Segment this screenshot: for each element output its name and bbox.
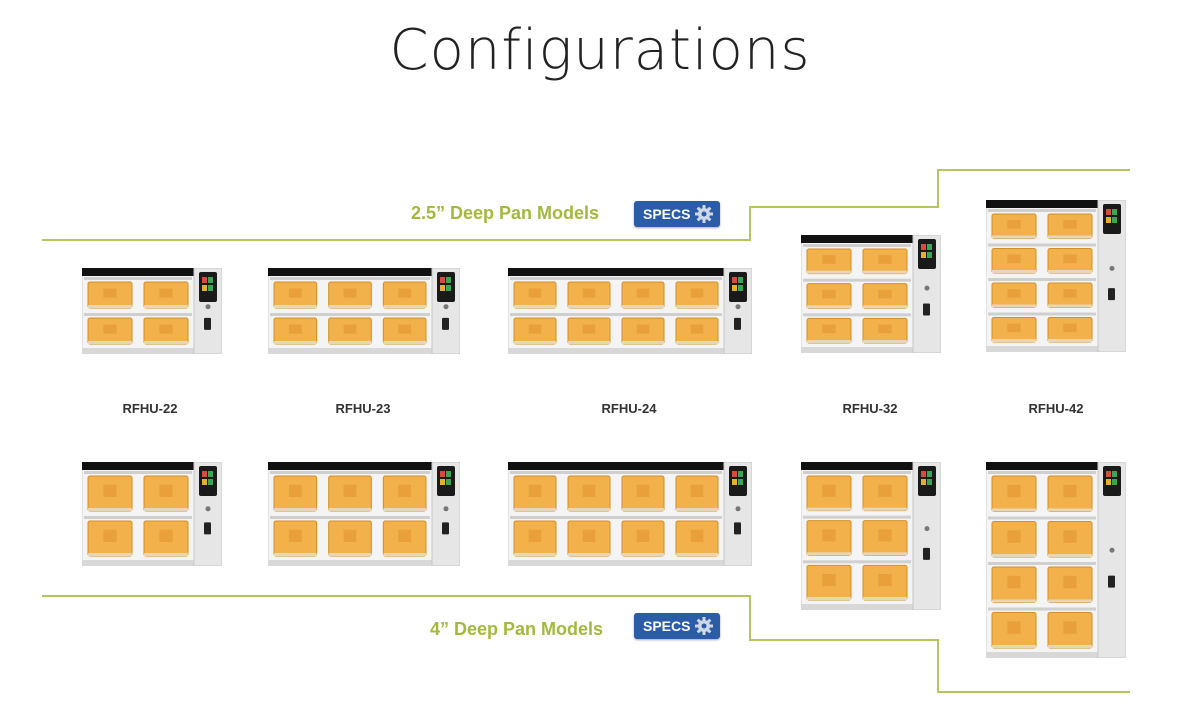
shallow-rfhu-22-unit-image [82,268,222,354]
model-label-rfhu-23: RFHU-23 [335,401,391,416]
shallow-specs-button[interactable]: SPECS [634,201,721,227]
shallow-rfhu-42-unit-image [986,200,1126,352]
shallow-rfhu-32-unit-image [801,235,941,353]
specs-button-label: SPECS [643,206,691,222]
shallow-rfhu-23-unit-image [268,268,460,354]
model-label-rfhu-32: RFHU-32 [842,401,898,416]
deep-specs-button[interactable]: SPECS [634,613,721,639]
deep-rfhu-32-unit-image [801,462,941,610]
model-label-rfhu-22: RFHU-22 [122,401,178,416]
shallow-rfhu-24-unit-image [508,268,752,354]
page-title: Configurations [389,18,811,83]
shallow-section-label: 2.5” Deep Pan Models [411,203,600,223]
deep-rfhu-22-unit-image [82,462,222,566]
gear-icon [695,617,714,635]
deep-rfhu-23-unit-image [268,462,460,566]
deep-section-label: 4” Deep Pan Models [430,619,604,639]
specs-button-label: SPECS [643,618,691,634]
deep-rfhu-24-unit-image [508,462,752,566]
model-label-rfhu-42: RFHU-42 [1028,401,1084,416]
model-label-rfhu-24: RFHU-24 [601,401,657,416]
deep-rfhu-42-unit-image [986,462,1126,658]
gear-icon [695,205,714,223]
